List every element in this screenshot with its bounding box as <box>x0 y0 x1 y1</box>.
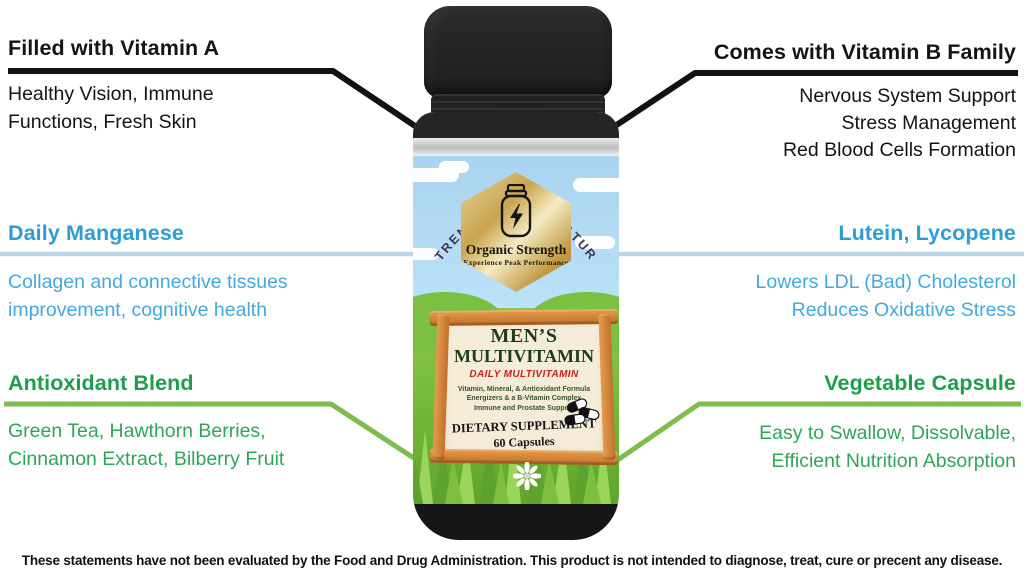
callout-line: Cinnamon Extract, Bilberry Fruit <box>8 448 285 470</box>
callout-manganese: Daily Manganese <box>8 221 184 246</box>
supplement-bottle: STRENGTH FROM NATURE Organic Strength Ex… <box>405 0 625 548</box>
sign-panel: MEN’S MULTIVITAMIN DAILY MULTIVITAMIN Vi… <box>443 319 605 455</box>
cloud-shape <box>573 178 619 192</box>
fda-disclaimer: These statements have not been evaluated… <box>21 553 1003 568</box>
callout-line: Functions, Fresh Skin <box>8 111 197 133</box>
brand-tagline: Experience Peak Performance <box>463 258 569 267</box>
callout-body-vitamin-b: Nervous System Support Stress Management… <box>783 83 1016 164</box>
product-subtitle: DAILY MULTIVITAMIN <box>469 368 579 380</box>
callout-title-capsule: Vegetable Capsule <box>824 371 1016 395</box>
callout-lutein: Lutein, Lycopene <box>838 221 1016 246</box>
callout-line: Lowers LDL (Bad) Cholesterol <box>755 271 1016 293</box>
bottle-body: STRENGTH FROM NATURE Organic Strength Ex… <box>413 112 619 540</box>
callout-vitamin-a: Filled with Vitamin A <box>8 36 219 61</box>
product-features: Vitamin, Mineral, & Antioxidant Formula … <box>443 385 605 414</box>
callout-title-vitamin-b: Comes with Vitamin B Family <box>713 40 1016 64</box>
connector-line-capsule <box>604 401 1021 471</box>
connector-line-antioxidant <box>4 401 428 469</box>
callout-line: Collagen and connective tissues <box>8 271 288 293</box>
connector-line-vitamin-a <box>8 68 429 137</box>
callout-body-capsule: Easy to Swallow, Dissolvable, Efficient … <box>759 419 1016 475</box>
callout-line: Red Blood Cells Formation <box>782 139 1016 161</box>
capsules-icon <box>564 398 600 426</box>
feature-line: Energizers & a B-Vitamin Complex <box>466 395 582 403</box>
cloud-shape <box>413 248 439 260</box>
brand-name: Organic Strength <box>465 242 567 257</box>
daisy-icon <box>513 462 541 490</box>
callout-body-lutein: Lowers LDL (Bad) Cholesterol Reduces Oxi… <box>756 268 1016 324</box>
callout-title-manganese: Daily Manganese <box>8 221 184 245</box>
product-sign: MEN’S MULTIVITAMIN DAILY MULTIVITAMIN Vi… <box>429 309 619 466</box>
bottle-neck <box>413 112 619 138</box>
callout-vitamin-b: Comes with Vitamin B Family <box>714 40 1016 65</box>
label-silver-band <box>413 138 619 156</box>
brand-bolt-bottle-icon <box>500 184 532 238</box>
cloud-shape <box>439 161 469 173</box>
label-sky-section: STRENGTH FROM NATURE Organic Strength Ex… <box>413 156 619 312</box>
callout-body-manganese: Collagen and connective tissues improvem… <box>8 268 288 324</box>
callout-title-antioxidant: Antioxidant Blend <box>8 371 194 395</box>
callout-body-antioxidant: Green Tea, Hawthorn Berries, Cinnamon Ex… <box>8 417 284 473</box>
callout-line: Stress Management <box>841 112 1016 134</box>
callout-line: Healthy Vision, Immune <box>8 83 214 105</box>
cloud-shape <box>575 236 615 249</box>
sign-plank-top <box>429 309 619 326</box>
feature-line: Vitamin, Mineral, & Antioxidant Formula <box>457 385 591 393</box>
connector-line-vitamin-b <box>601 70 1018 137</box>
callout-capsule: Vegetable Capsule <box>824 371 1016 396</box>
callout-line: Efficient Nutrition Absorption <box>771 450 1016 472</box>
callout-line: Nervous System Support <box>799 85 1016 107</box>
callout-title-lutein: Lutein, Lycopene <box>838 221 1016 245</box>
product-title-line2: MULTIVITAMIN <box>453 345 595 366</box>
callout-line: Green Tea, Hawthorn Berries, <box>8 420 266 442</box>
bottle-cap <box>424 6 612 98</box>
callout-line: Easy to Swallow, Dissolvable, <box>759 422 1016 444</box>
bottle-base <box>413 504 619 540</box>
callout-line: Reduces Oxidative Stress <box>791 299 1016 321</box>
callout-body-vitamin-a: Healthy Vision, Immune Functions, Fresh … <box>8 80 214 136</box>
callout-line: improvement, cognitive health <box>8 299 268 321</box>
feature-line: Immune and Prostate Support <box>474 404 574 412</box>
callout-title-vitamin-a: Filled with Vitamin A <box>8 36 220 60</box>
product-title-line1: MEN’S <box>490 325 558 347</box>
callout-antioxidant: Antioxidant Blend <box>8 371 194 396</box>
